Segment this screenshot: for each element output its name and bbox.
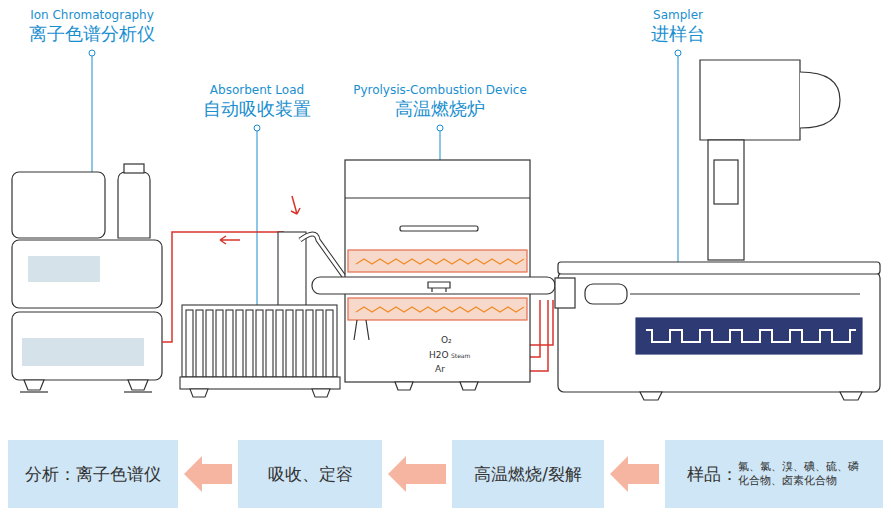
callout-label: Sampler bbox=[653, 9, 703, 22]
gas-label: O₂ bbox=[440, 336, 453, 346]
callout-label: Absorbent Load bbox=[210, 84, 304, 97]
callout-label: Pyrolysis-Combustion Device bbox=[353, 84, 527, 97]
box-label: 分析：离子色谱仪 bbox=[25, 463, 161, 486]
callout-label: 离子色谱分析仪 bbox=[29, 24, 155, 44]
box-label: 样品： bbox=[687, 463, 738, 486]
flow-arrow bbox=[184, 456, 232, 492]
gas-label: H2O bbox=[428, 351, 450, 361]
gas-label: Steam bbox=[450, 353, 471, 360]
callout-label: 自动吸收装置 bbox=[203, 99, 311, 119]
process-box: 吸收、定容 bbox=[238, 440, 382, 508]
flow-arrow bbox=[388, 456, 446, 492]
callout-label: 高温燃烧炉 bbox=[395, 99, 485, 119]
box-note: 氟、氯、溴、碘、硫、磷 化合物、卤素化合物 bbox=[738, 460, 862, 488]
process-box: 样品：氟、氯、溴、碘、硫、磷 化合物、卤素化合物 bbox=[665, 440, 883, 508]
gas-label: Ar bbox=[434, 365, 446, 375]
box-label: 吸收、定容 bbox=[268, 463, 353, 486]
process-box: 分析：离子色谱仪 bbox=[8, 440, 178, 508]
flow-arrow bbox=[610, 456, 659, 492]
process-box: 高温燃烧/裂解 bbox=[452, 440, 604, 508]
callout-label: Ion Chromatography bbox=[30, 9, 154, 22]
callout-label: 进样台 bbox=[651, 24, 705, 44]
box-label: 高温燃烧/裂解 bbox=[474, 463, 582, 486]
